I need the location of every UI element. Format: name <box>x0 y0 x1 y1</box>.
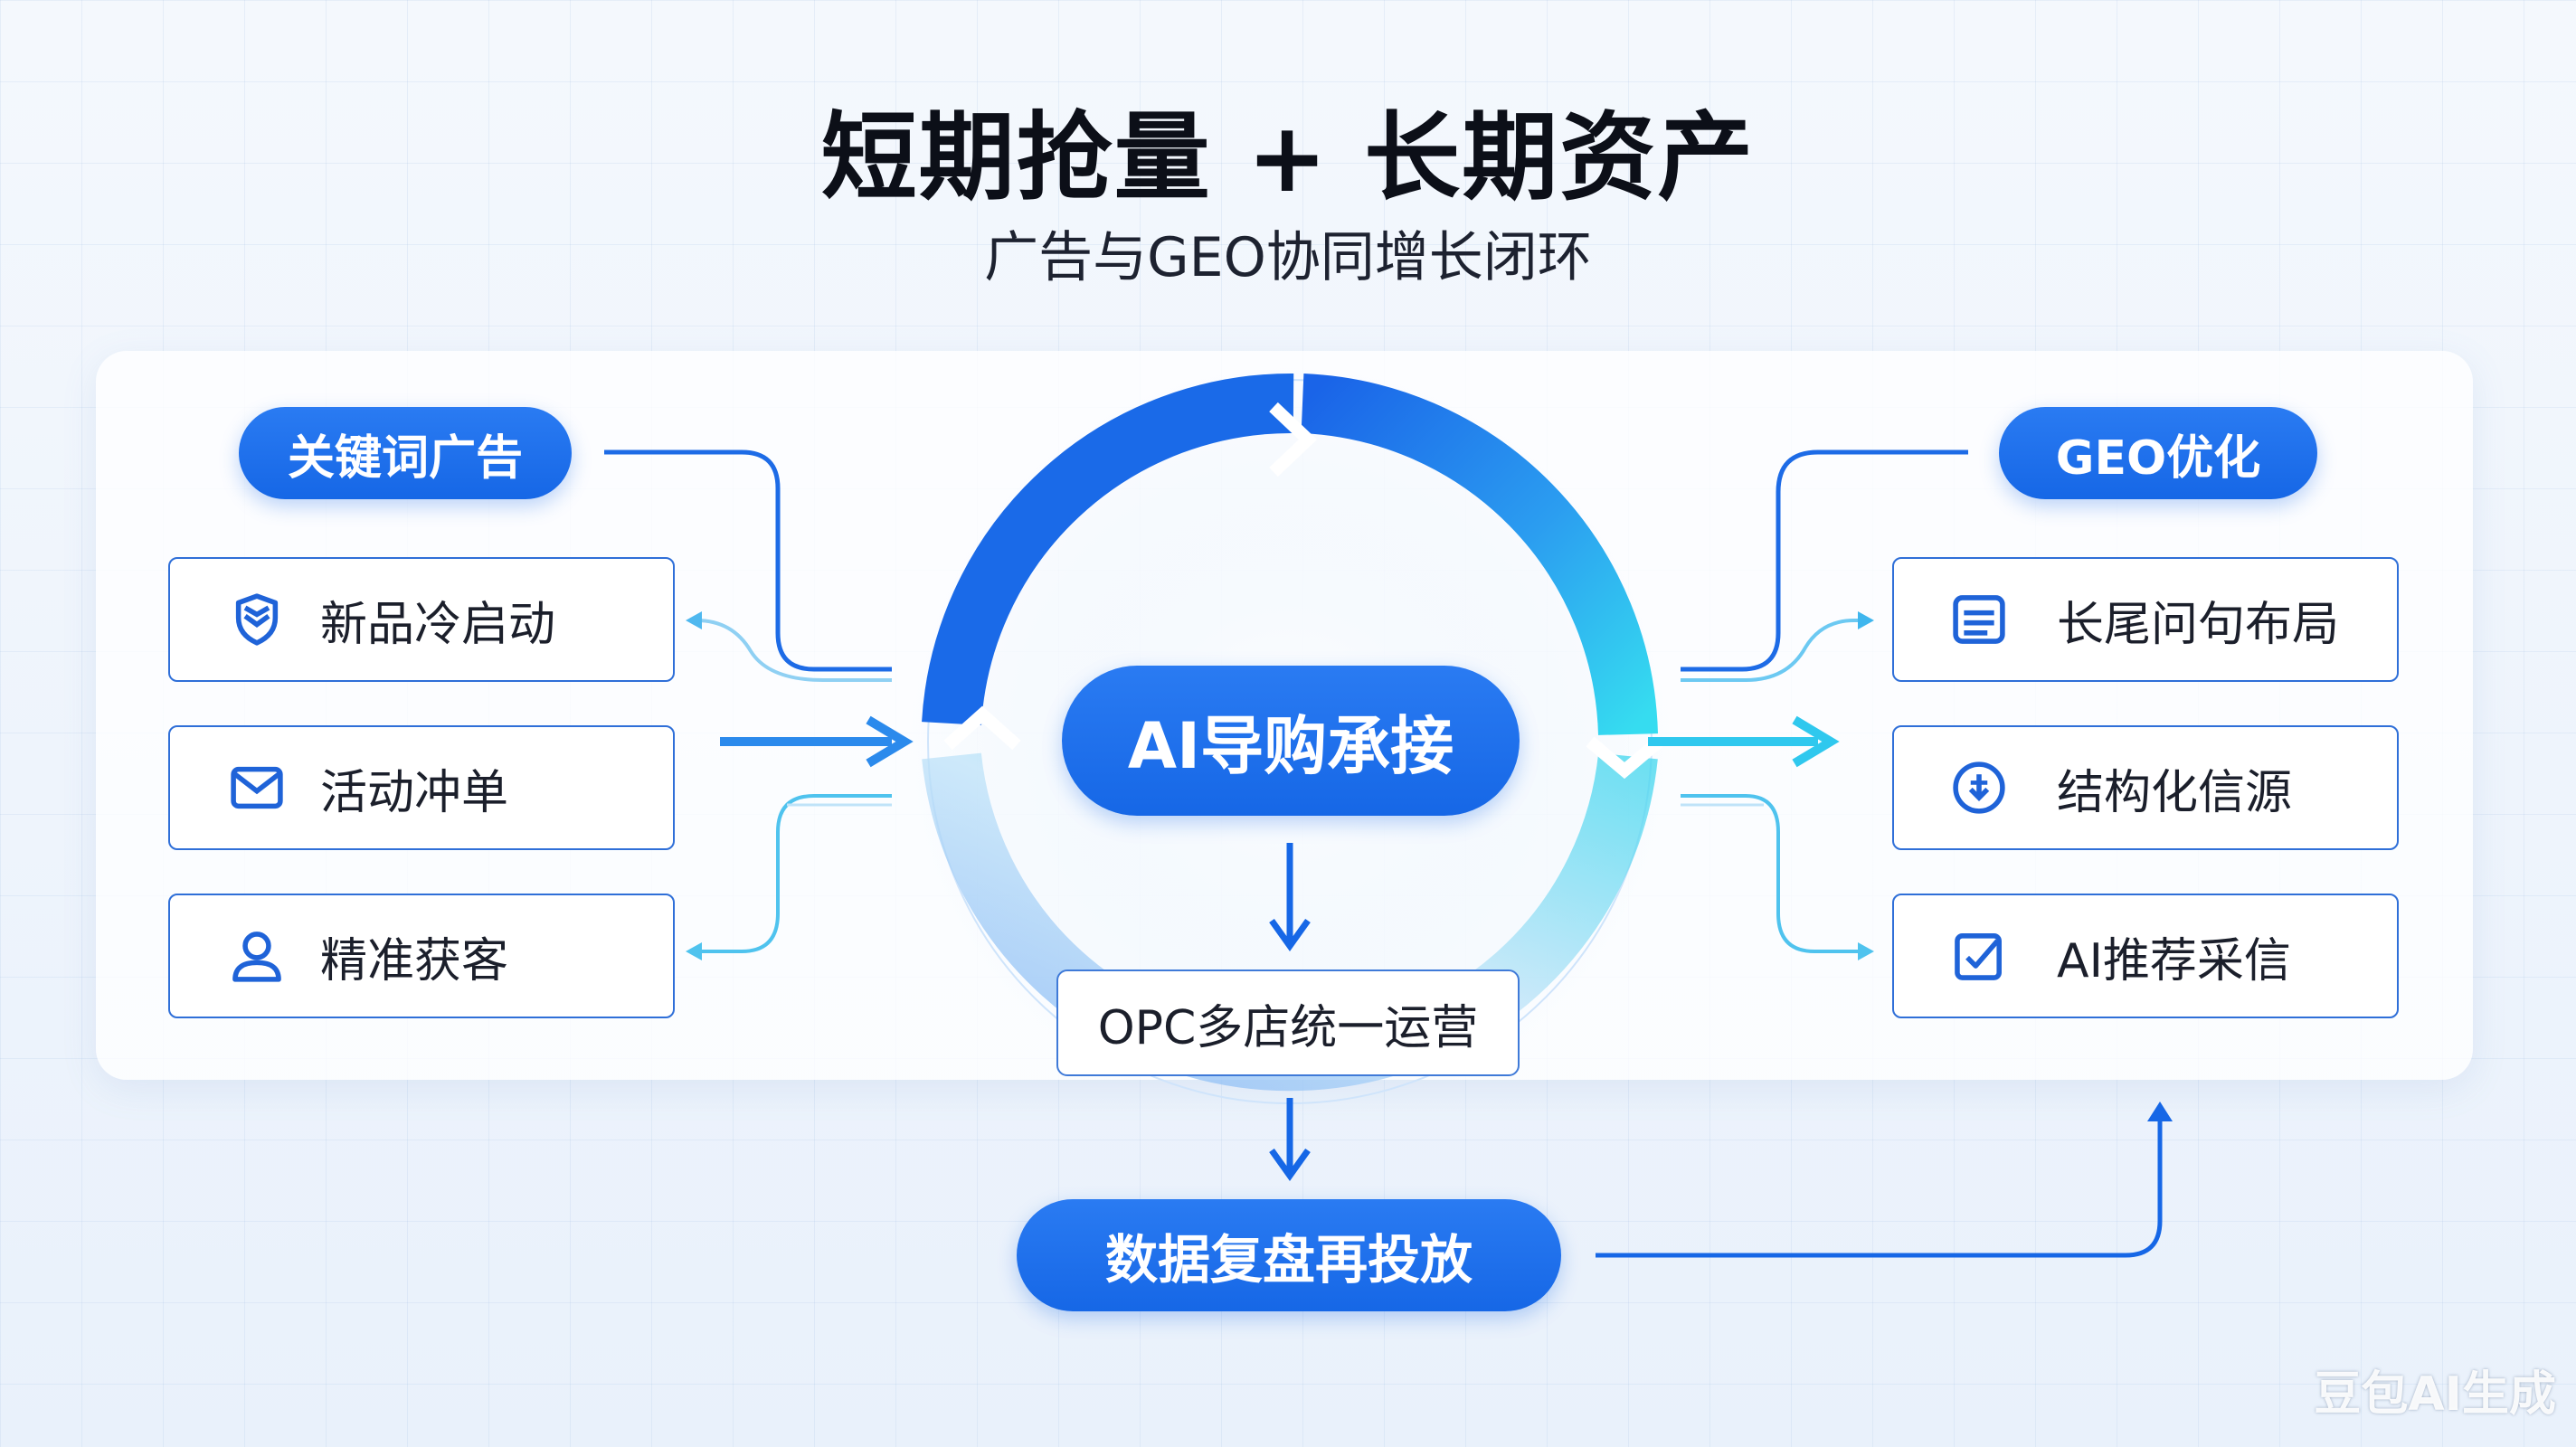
page-title: 短期抢量 + 长期资产 <box>820 102 1756 213</box>
right-card-longtail: 长尾问句布局 <box>1892 557 2399 682</box>
ring-arc-top-left <box>922 373 1294 726</box>
ring-chevron-top <box>1269 402 1318 478</box>
arrowhead-card1 <box>686 611 702 629</box>
card-label: 新品冷启动 <box>320 597 556 652</box>
user-icon <box>221 920 293 992</box>
left-card-acquisition: 精准获客 <box>168 894 675 1018</box>
right-arrow-to-card3 <box>1681 794 1863 953</box>
download-circle-icon <box>1943 752 2015 824</box>
mail-icon <box>221 752 293 824</box>
ring-chevron-left <box>943 705 1021 751</box>
card-label: 结构化信源 <box>2057 765 2293 820</box>
arrowhead-rcard1 <box>1858 611 1874 629</box>
opc-down-arrowhead <box>1269 1148 1311 1182</box>
checkbox-icon <box>1943 920 2015 992</box>
left-top-connector <box>604 449 892 672</box>
watermark: 豆包AI生成 <box>2314 1367 2556 1422</box>
arrowhead-card3 <box>686 942 702 960</box>
left-card-new-product: 新品冷启动 <box>168 557 675 682</box>
left-card-campaign: 活动冲单 <box>168 725 675 850</box>
shield-layers-icon <box>221 583 293 656</box>
right-main-arrowhead <box>1792 715 1840 768</box>
geo-optimization-pill: GEO优化 <box>1999 407 2317 499</box>
left-main-arrowhead <box>866 715 914 768</box>
card-label: 活动冲单 <box>320 765 509 820</box>
right-arrow-to-card1 <box>1681 619 1865 682</box>
right-card-structured: 结构化信源 <box>1892 725 2399 850</box>
arrowhead-rcard3 <box>1858 942 1874 960</box>
page-subtitle: 广告与GEO协同增长闭环 <box>984 226 1592 289</box>
left-arrow-to-card3 <box>696 794 892 953</box>
data-review-pill: 数据复盘再投放 <box>1017 1199 1561 1311</box>
hub-down-arrowhead <box>1269 918 1311 952</box>
left-arrow-to-card1 <box>693 619 892 682</box>
opc-operation-box: OPC多店统一运营 <box>1056 969 1520 1076</box>
list-icon <box>1943 583 2015 656</box>
feedback-connector <box>1596 1114 2163 1258</box>
right-top-connector <box>1681 449 1968 672</box>
ring-arc-top-right <box>1301 374 1658 736</box>
card-label: 长尾问句布局 <box>2057 597 2340 652</box>
right-card-ai-trust: AI推荐采信 <box>1892 894 2399 1018</box>
feedback-arrowhead <box>2147 1102 2173 1121</box>
card-label: AI推荐采信 <box>2057 933 2291 988</box>
ring-chevron-right <box>1586 736 1663 780</box>
keyword-ads-pill: 关键词广告 <box>239 407 572 499</box>
card-label: 精准获客 <box>320 933 509 988</box>
ai-shopping-hub: AI导购承接 <box>1062 666 1520 816</box>
